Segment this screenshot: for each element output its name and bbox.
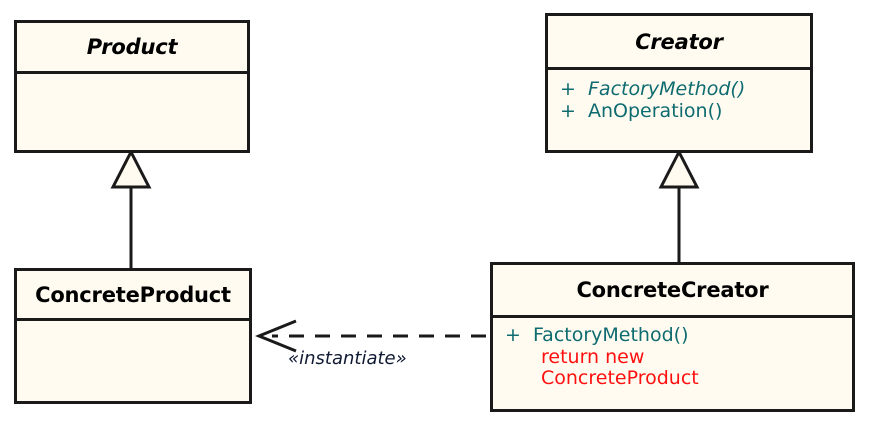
dependency-instantiate xyxy=(255,319,486,353)
class-members-creator: + FactoryMethod() + AnOperation() xyxy=(548,70,810,150)
member-row[interactable]: + AnOperation() xyxy=(548,99,810,123)
member-row[interactable]: + FactoryMethod() xyxy=(493,324,852,347)
generalization-concretecreator-to-creator xyxy=(658,148,700,262)
generalization-concreteproduct-to-product xyxy=(110,148,152,268)
class-box-creator[interactable]: Creator + FactoryMethod() + AnOperation(… xyxy=(545,13,813,153)
class-box-concreteproduct[interactable]: ConcreteProduct xyxy=(14,268,252,404)
class-name-concretecreator: ConcreteCreator xyxy=(576,278,769,302)
member-visibility: + xyxy=(560,99,576,122)
method-note-line: return new xyxy=(541,345,645,368)
class-name-product: Product xyxy=(86,35,178,59)
class-members-concretecreator: + FactoryMethod() return new ConcretePro… xyxy=(493,318,852,409)
member-row[interactable]: + FactoryMethod() xyxy=(548,78,810,101)
class-name-concreteproduct: ConcreteProduct xyxy=(35,282,231,307)
class-divider-creator xyxy=(548,67,810,70)
member-name: AnOperation() xyxy=(588,99,723,122)
class-box-concretecreator[interactable]: ConcreteCreator + FactoryMethod() return… xyxy=(490,262,855,412)
class-members-concreteproduct xyxy=(17,321,249,401)
class-name-creator: Creator xyxy=(635,29,723,54)
class-divider-concreteproduct xyxy=(17,318,249,321)
class-box-product[interactable]: Product xyxy=(14,20,250,153)
dependency-stereotype-label: «instantiate» xyxy=(288,348,407,369)
method-note-line: ConcreteProduct xyxy=(541,367,699,390)
member-visibility: + xyxy=(505,324,521,346)
class-divider-concretecreator xyxy=(493,315,852,318)
member-name: FactoryMethod() xyxy=(588,78,746,100)
class-members-product xyxy=(17,74,247,150)
class-divider-product xyxy=(17,71,247,74)
member-visibility: + xyxy=(560,78,576,100)
member-name: FactoryMethod() xyxy=(533,324,689,346)
